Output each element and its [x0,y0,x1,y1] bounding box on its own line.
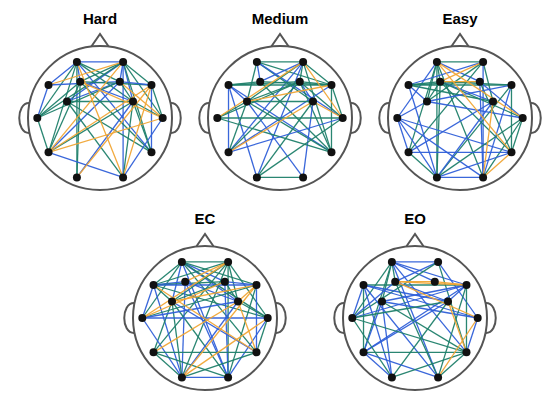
head-outline [370,8,550,196]
head-map: Hard [10,8,190,196]
condition-title: EO [325,208,505,230]
condition-title: Hard [10,8,190,30]
head-outline [325,208,505,396]
head-outline [115,208,295,396]
head-map: Medium [190,8,370,196]
head-map: EC [115,208,295,396]
head-map: Easy [370,8,550,196]
head-map: EO [325,208,505,396]
head-outline [10,8,190,196]
condition-title: Medium [190,8,370,30]
condition-title: EC [115,208,295,230]
condition-title: Easy [370,8,550,30]
head-outline [190,8,370,196]
